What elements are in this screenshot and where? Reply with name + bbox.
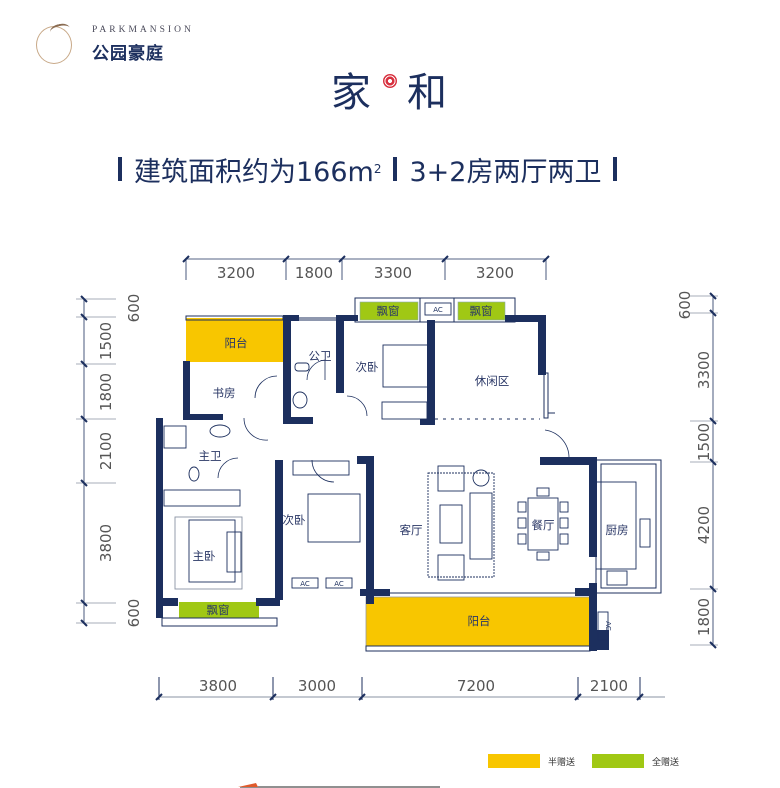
room-bay-window-2: 飘窗 xyxy=(377,304,400,318)
dim-bottom-4: 2100 xyxy=(590,677,628,695)
dimension-bottom xyxy=(155,677,665,701)
dimension-top xyxy=(182,255,550,280)
room-second-bedroom-top: 次卧 xyxy=(356,360,379,374)
room-balcony-bottom: 阳台 xyxy=(468,614,491,628)
balcony-top-area xyxy=(186,318,283,362)
legend-label: 半赠送 xyxy=(548,757,576,768)
brand-logo: PARKMANSION 公园豪庭 xyxy=(34,22,234,70)
divider-bar xyxy=(613,157,618,181)
bay-window-2-area xyxy=(359,301,419,321)
dim-left-3: 1800 xyxy=(97,373,115,411)
peach-ring-icon xyxy=(36,26,72,64)
area-unit-sup: 2 xyxy=(373,162,382,176)
dim-right-5: 1800 xyxy=(695,598,713,636)
divider-bar xyxy=(118,157,122,181)
bay-window-1-area xyxy=(179,602,259,618)
ac-unit-4 xyxy=(597,611,609,641)
room-master-bath: 主卫 xyxy=(199,449,222,463)
legend-swatch-green xyxy=(592,754,644,768)
room-master-bedroom: 主卧 xyxy=(193,549,216,563)
ac-label-2: AC xyxy=(334,580,344,588)
room-public-bath: 公卫 xyxy=(309,349,332,363)
dimension-right xyxy=(690,292,718,649)
dim-right-3: 1500 xyxy=(695,423,713,461)
dim-left-2: 1500 xyxy=(97,322,115,360)
layout-text: 3+2房两厅两卫 xyxy=(409,156,602,188)
dim-top-4: 3200 xyxy=(476,264,514,282)
legend-item-half-gift: 半赠送 xyxy=(488,753,575,769)
dim-left-4: 2100 xyxy=(97,432,115,470)
ac-label-3: AC xyxy=(433,306,443,314)
bay-window-3-area xyxy=(457,301,506,321)
dim-top-1: 3200 xyxy=(217,264,255,282)
room-bay-window-3: 飘窗 xyxy=(470,304,493,318)
ac-unit-3 xyxy=(424,302,452,316)
room-living: 客厅 xyxy=(400,523,423,537)
ac-unit-1 xyxy=(291,577,319,589)
dim-right-4: 4200 xyxy=(695,506,713,544)
room-leisure: 休闲区 xyxy=(475,374,510,388)
balcony-bottom-area xyxy=(365,596,591,647)
furniture xyxy=(163,344,651,590)
dim-left-6: 600 xyxy=(125,599,143,628)
ac-label-1: AC xyxy=(300,580,310,588)
red-flower-emblem-icon xyxy=(383,74,397,88)
ac-label-4: AC xyxy=(604,621,612,631)
room-dining: 餐厅 xyxy=(532,518,555,532)
dim-bottom-2: 3000 xyxy=(298,677,336,695)
dim-right-2: 3300 xyxy=(695,351,713,389)
dimension-left xyxy=(76,295,116,627)
title-char-left: 家 xyxy=(331,70,373,116)
brand-name-en: PARKMANSION xyxy=(92,25,194,35)
bottom-mark-icon xyxy=(238,783,258,787)
room-kitchen: 厨房 xyxy=(606,523,629,537)
brand-name-cn: 公园豪庭 xyxy=(92,44,164,64)
area-text: 建筑面积约为166m xyxy=(134,156,374,188)
dim-top-3: 3300 xyxy=(374,264,412,282)
dim-right-1: 600 xyxy=(676,291,694,320)
room-balcony-top: 阳台 xyxy=(225,336,248,350)
title-char-right: 和 xyxy=(407,70,449,116)
divider-bar xyxy=(393,157,398,181)
dim-left-1: 600 xyxy=(125,294,143,323)
dim-bottom-1: 3800 xyxy=(199,677,237,695)
legend-item-full-gift: 全赠送 xyxy=(592,753,679,769)
window-lines xyxy=(161,297,662,652)
room-bay-window-1: 飘窗 xyxy=(207,603,230,617)
room-second-bedroom-mid: 次卧 xyxy=(283,513,306,527)
ac-unit-2 xyxy=(325,577,353,589)
legend-label: 全赠送 xyxy=(652,757,680,768)
legend-swatch-yellow xyxy=(488,754,540,768)
dim-bottom-3: 7200 xyxy=(457,677,495,695)
room-study: 书房 xyxy=(213,386,236,400)
dim-top-2: 1800 xyxy=(295,264,333,282)
dim-left-5: 3800 xyxy=(97,524,115,562)
unit-title: 家和 xyxy=(0,60,780,118)
door-swings xyxy=(217,359,570,483)
